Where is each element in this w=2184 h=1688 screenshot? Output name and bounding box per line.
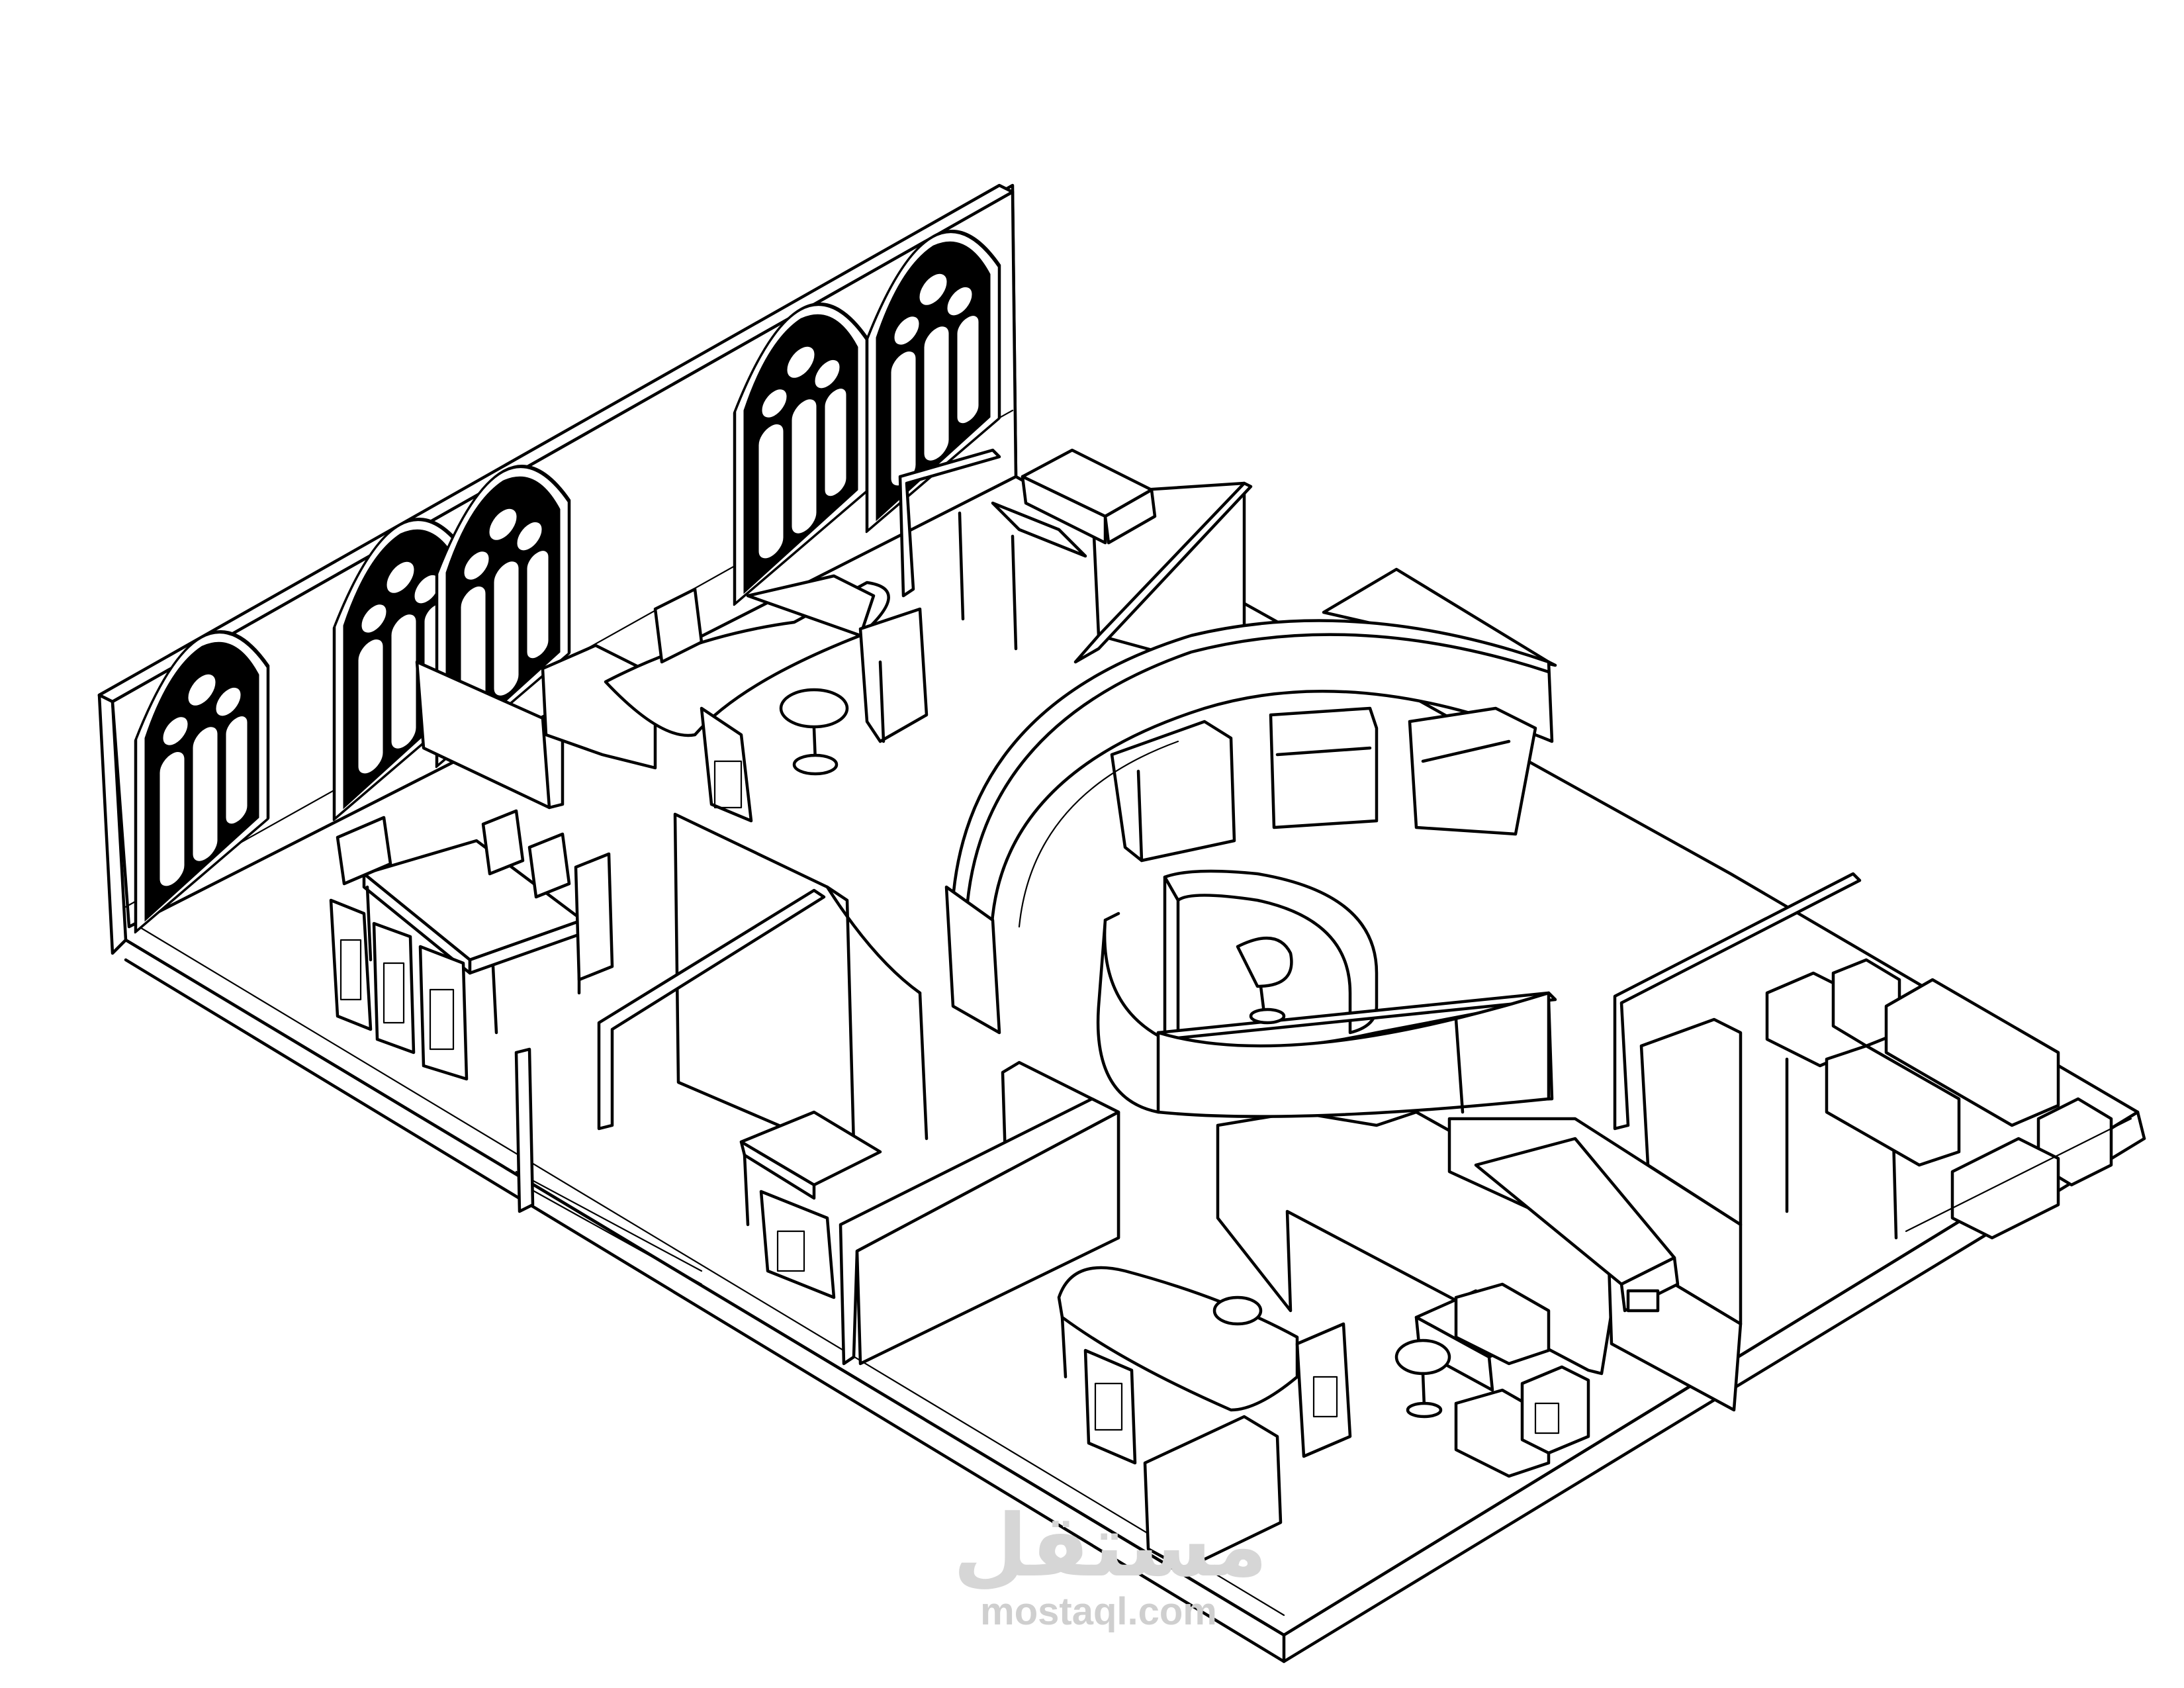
dining-chair-front-2: [372, 921, 416, 1055]
watermark-arabic-logo: مستقل: [953, 1495, 1268, 1596]
lounge-armchair-1: [1454, 1282, 1551, 1366]
office-chair-2: [858, 607, 929, 743]
round-table-1: [779, 688, 849, 776]
window-1: [134, 630, 270, 934]
dining-chair-back-3: [527, 832, 571, 899]
desk-chair: [759, 1190, 836, 1299]
desk-room-left: [739, 1110, 882, 1299]
dining-set: [329, 809, 614, 1081]
window-4: [733, 303, 869, 606]
bottom-office-chair: [1083, 1348, 1137, 1465]
guest-chair: [1295, 1322, 1352, 1458]
office-chair-1: [700, 706, 753, 823]
kitchen-counter: [1474, 1137, 1680, 1313]
dining-chair-front-1: [329, 898, 373, 1031]
dining-chair-back-1: [336, 816, 392, 886]
dining-chair-front-3: [418, 945, 469, 1081]
window-office: [541, 574, 929, 823]
bottom-office: [1057, 1266, 1352, 1571]
round-table-2: [1212, 1295, 1263, 1326]
right-room-furniture: [1765, 958, 2132, 1240]
dining-chair-back-4: [574, 852, 614, 982]
watermark-site-name: mostaql.com: [980, 1590, 1217, 1633]
right-coffee-table: [1825, 1044, 1961, 1167]
window-3: [435, 465, 571, 769]
circular-room: [944, 619, 1557, 1118]
lounge-sofa-top: [991, 448, 1157, 558]
right-sofa-2: [1950, 1137, 2060, 1240]
round-table-3: [1394, 1338, 1451, 1419]
watermark: مستقل mostaql.com: [953, 1495, 1268, 1635]
dining-chair-back-2: [481, 809, 525, 876]
right-lounge: [1394, 1282, 1590, 1478]
side-cabinet: [1520, 1365, 1590, 1455]
right-sofa-long: [1884, 978, 2060, 1127]
